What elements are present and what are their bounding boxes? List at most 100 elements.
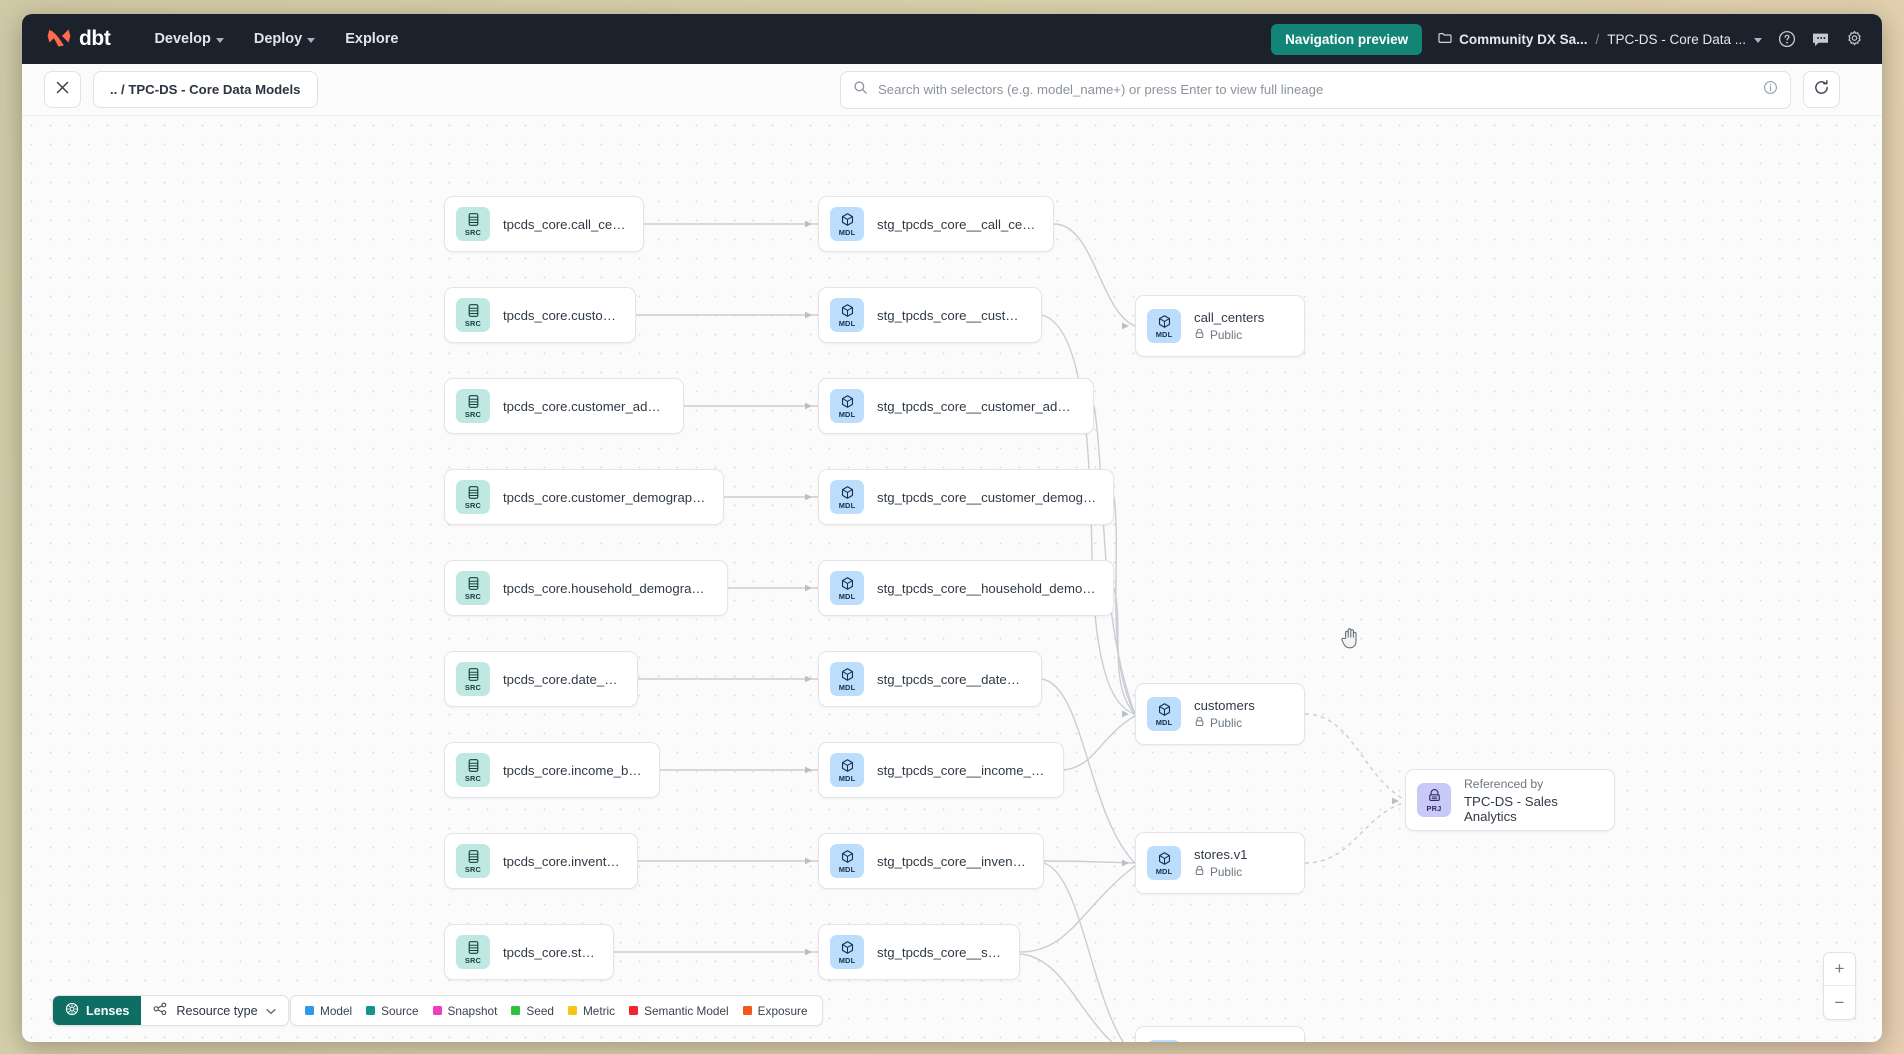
node-type-badge-prj: PRJ	[1417, 783, 1451, 817]
close-button[interactable]	[44, 71, 81, 108]
node-title: stg_tpcds_core__store	[877, 944, 1003, 960]
node-type-badge-label: MDL	[1155, 866, 1173, 876]
info-icon[interactable]	[1763, 80, 1778, 100]
search-box[interactable]	[840, 70, 1791, 109]
legend-item-exposure[interactable]: Exposure	[742, 1004, 808, 1018]
node-labels: stg_tpcds_core__customer_address	[877, 399, 1077, 414]
breadcrumb-project-label[interactable]: TPC-DS - Core Data ...	[1607, 31, 1746, 47]
legend-item-source[interactable]: Source	[366, 1004, 419, 1018]
legend-item-metric[interactable]: Metric	[567, 1004, 615, 1018]
node-type-badge-src: SRC	[456, 207, 490, 241]
node-labels: tpcds_core.household_demographics	[503, 581, 711, 596]
node-type-badge-label: SRC	[464, 227, 482, 237]
node-type-badge-mdl: MDL	[830, 207, 864, 241]
node-title: Referenced by	[1464, 776, 1544, 791]
lineage-node-mdl-stg-household-demogr[interactable]: MDL stg_tpcds_core__household_demogr...	[818, 560, 1114, 616]
chevron-down-icon[interactable]	[1754, 37, 1762, 43]
feedback-icon[interactable]	[1811, 31, 1830, 48]
node-title: tpcds_core.inventory	[503, 853, 621, 869]
navigation-preview-button[interactable]: Navigation preview	[1271, 23, 1423, 55]
lineage-node-mdl-stg-store[interactable]: MDL stg_tpcds_core__store	[818, 924, 1020, 980]
cube-icon	[1157, 851, 1172, 866]
node-type-badge-label: PRJ	[1426, 803, 1442, 813]
lock-icon	[1194, 865, 1205, 879]
nav-item-deploy[interactable]: Deploy	[244, 25, 325, 53]
node-visibility-label: Public	[1210, 328, 1243, 342]
legend-item-semantic-model[interactable]: Semantic Model	[629, 1004, 729, 1018]
legend-swatch	[366, 1006, 376, 1015]
breadcrumb-pill[interactable]: .. / TPC-DS - Core Data Models	[93, 71, 318, 108]
help-icon[interactable]	[1778, 30, 1796, 48]
node-type-badge-mdl: MDL	[830, 935, 864, 969]
nav-item-explore[interactable]: Explore	[335, 25, 408, 53]
node-visibility-label: Public	[1210, 865, 1243, 879]
node-type-badge-label: MDL	[838, 318, 856, 328]
cube-icon	[840, 576, 855, 591]
legend-item-seed[interactable]: Seed	[511, 1004, 554, 1018]
node-type-badge-label: MDL	[838, 591, 856, 601]
dbt-mark-icon	[46, 26, 72, 52]
node-labels: tpcds_core.inventory	[503, 854, 621, 869]
node-type-badge-label: MDL	[838, 500, 856, 510]
legend-swatch	[511, 1006, 521, 1015]
node-title: stores.v2	[1194, 1041, 1248, 1042]
resource-type-dropdown[interactable]: Resource type	[141, 996, 288, 1025]
dbt-logo[interactable]: dbt	[46, 26, 111, 52]
node-type-badge-label: SRC	[464, 500, 482, 510]
node-title: stg_tpcds_core__household_demogr...	[877, 580, 1097, 596]
legend-swatch	[567, 1006, 577, 1015]
legend-item-snapshot[interactable]: Snapshot	[432, 1004, 497, 1018]
node-type-badge-label: MDL	[1155, 329, 1173, 339]
refresh-button[interactable]	[1803, 71, 1840, 108]
zoom-in-button[interactable]: +	[1824, 953, 1855, 986]
node-type-badge-mdl: MDL	[1147, 309, 1181, 343]
breadcrumb-account[interactable]: Community DX Sa...	[1438, 32, 1587, 47]
cube-icon	[840, 940, 855, 955]
node-title: stg_tpcds_core__income_band	[877, 762, 1047, 778]
refresh-icon	[1813, 79, 1830, 101]
node-type-badge-mdl: MDL	[830, 571, 864, 605]
node-type-badge-src: SRC	[456, 389, 490, 423]
cube-icon	[1157, 314, 1172, 329]
zoom-out-button[interactable]: −	[1834, 992, 1845, 1012]
lineage-node-src-call-center[interactable]: SRC tpcds_core.call_center	[444, 196, 644, 252]
node-type-badge-src: SRC	[456, 662, 490, 696]
nav-item-develop[interactable]: Develop	[144, 25, 233, 53]
legend-item-model[interactable]: Model	[305, 1004, 352, 1018]
node-title: tpcds_core.call_center	[503, 216, 627, 232]
breadcrumb-separator: /	[1595, 31, 1600, 47]
header-breadcrumb: Community DX Sa... / TPC-DS - Core Data …	[1438, 32, 1762, 47]
database-icon	[466, 485, 481, 500]
folder-icon	[1438, 32, 1452, 47]
node-visibility: Public	[1194, 328, 1264, 342]
settings-icon[interactable]	[1845, 30, 1864, 49]
project-icon	[1427, 788, 1442, 803]
lenses-button[interactable]: Lenses	[53, 996, 142, 1025]
node-title: stores.v1	[1194, 847, 1248, 862]
breadcrumb-account-label: Community DX Sa...	[1459, 31, 1588, 47]
search-input[interactable]	[878, 82, 1753, 97]
